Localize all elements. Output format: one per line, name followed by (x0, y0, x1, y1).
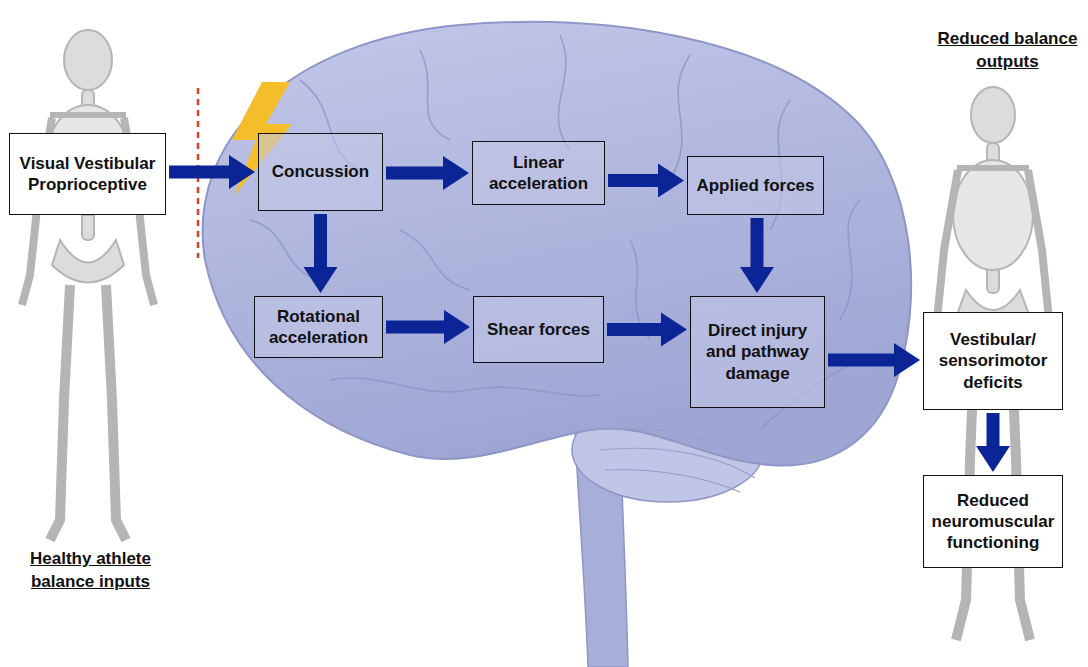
block-arrow (607, 313, 687, 347)
block-arrow (169, 155, 255, 189)
node-text: Applied forces (696, 175, 814, 196)
block-arrow (386, 156, 469, 190)
figure-label: Healthy athlete balance inputs (8, 548, 173, 594)
node-text: Vestibular/ sensorimotor deficits (930, 329, 1056, 393)
process-box: Linear acceleration (472, 141, 605, 205)
node-text: Reduced neuromuscular functioning (930, 490, 1056, 554)
block-arrow (386, 310, 470, 344)
barrier-line (197, 88, 200, 258)
process-box: Direct injury and pathway damage (690, 296, 825, 408)
node-text: Visual Vestibular Proprioceptive (16, 153, 159, 196)
node-text: Rotational acceleration (261, 306, 376, 349)
block-arrow (304, 214, 338, 293)
outcome-box: Reduced neuromuscular functioning (923, 475, 1063, 568)
node-text: Direct injury and pathway damage (697, 320, 818, 384)
skeleton-left (22, 30, 154, 540)
brain (203, 22, 912, 667)
block-arrow (740, 218, 774, 293)
block-arrow (976, 413, 1010, 472)
node-text: Shear forces (487, 319, 590, 340)
process-box: Concussion (258, 133, 383, 211)
process-box: Shear forces (473, 296, 604, 363)
figure-label: Reduced balance outputs (930, 28, 1085, 74)
process-box: Rotational acceleration (254, 296, 383, 358)
outcome-box: Vestibular/ sensorimotor deficits (923, 312, 1063, 410)
block-arrow (828, 343, 920, 377)
input-box: Visual Vestibular Proprioceptive (9, 133, 166, 215)
process-box: Applied forces (687, 156, 824, 215)
node-text: Linear acceleration (479, 152, 598, 195)
block-arrow (608, 164, 684, 198)
node-text: Concussion (272, 161, 369, 182)
